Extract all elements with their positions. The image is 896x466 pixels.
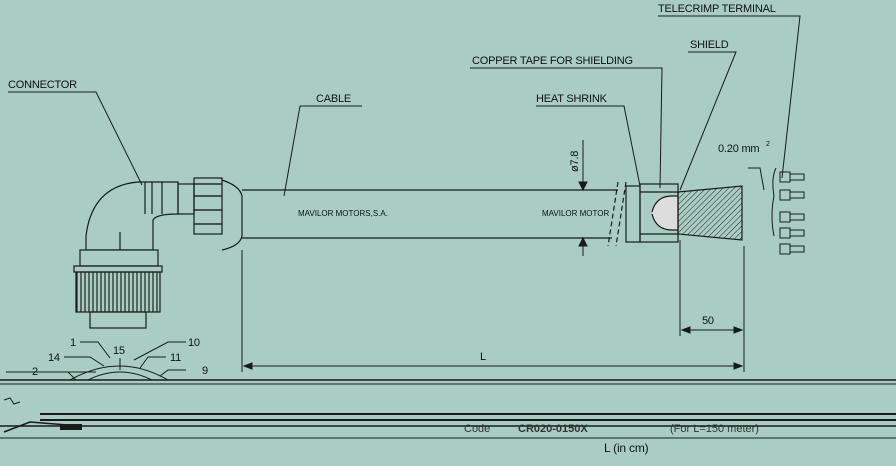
label-heat-shrink: HEAT SHRINK xyxy=(536,93,608,105)
telecrimp-terminals xyxy=(771,167,805,255)
pin-face xyxy=(44,341,186,381)
code-value: CR020-0150X xyxy=(518,423,588,435)
pin-2: 2 xyxy=(32,366,38,378)
diameter-label: ø7.8 xyxy=(569,151,581,172)
connector-body xyxy=(73,177,243,329)
l-in-cm-label: L (in cm) xyxy=(604,441,649,455)
pin-1: 1 xyxy=(70,337,76,349)
pin-15: 15 xyxy=(113,345,125,357)
wire-section-exponent: 2 xyxy=(766,141,770,148)
table-rules xyxy=(0,379,896,439)
label-telecrimp-terminal: TELECRIMP TERMINAL xyxy=(658,3,776,15)
code-label: Code xyxy=(464,423,490,435)
code-note: (For L=150 meter) xyxy=(670,423,759,435)
pin-9: 9 xyxy=(202,365,208,377)
pin-11: 11 xyxy=(170,352,181,364)
label-shield: SHIELD xyxy=(690,39,729,51)
cable-body xyxy=(242,181,743,247)
leader-lines xyxy=(6,15,801,373)
pin-10: 10 xyxy=(188,337,200,349)
label-cable: CABLE xyxy=(316,93,351,105)
strip-length-label: 50 xyxy=(702,315,714,327)
pin-14: 14 xyxy=(48,352,60,364)
wire-section-label: 0.20 mm xyxy=(718,143,759,155)
dimension-lines xyxy=(241,140,745,372)
length-label: L xyxy=(480,351,486,363)
label-copper-tape: COPPER TAPE FOR SHIELDING xyxy=(472,55,633,67)
cable-print-left: MAVILOR MOTORS,S.A. xyxy=(298,209,388,218)
label-connector: CONNECTOR xyxy=(8,79,77,91)
cable-print-right: MAVILOR MOTOR xyxy=(542,209,609,218)
